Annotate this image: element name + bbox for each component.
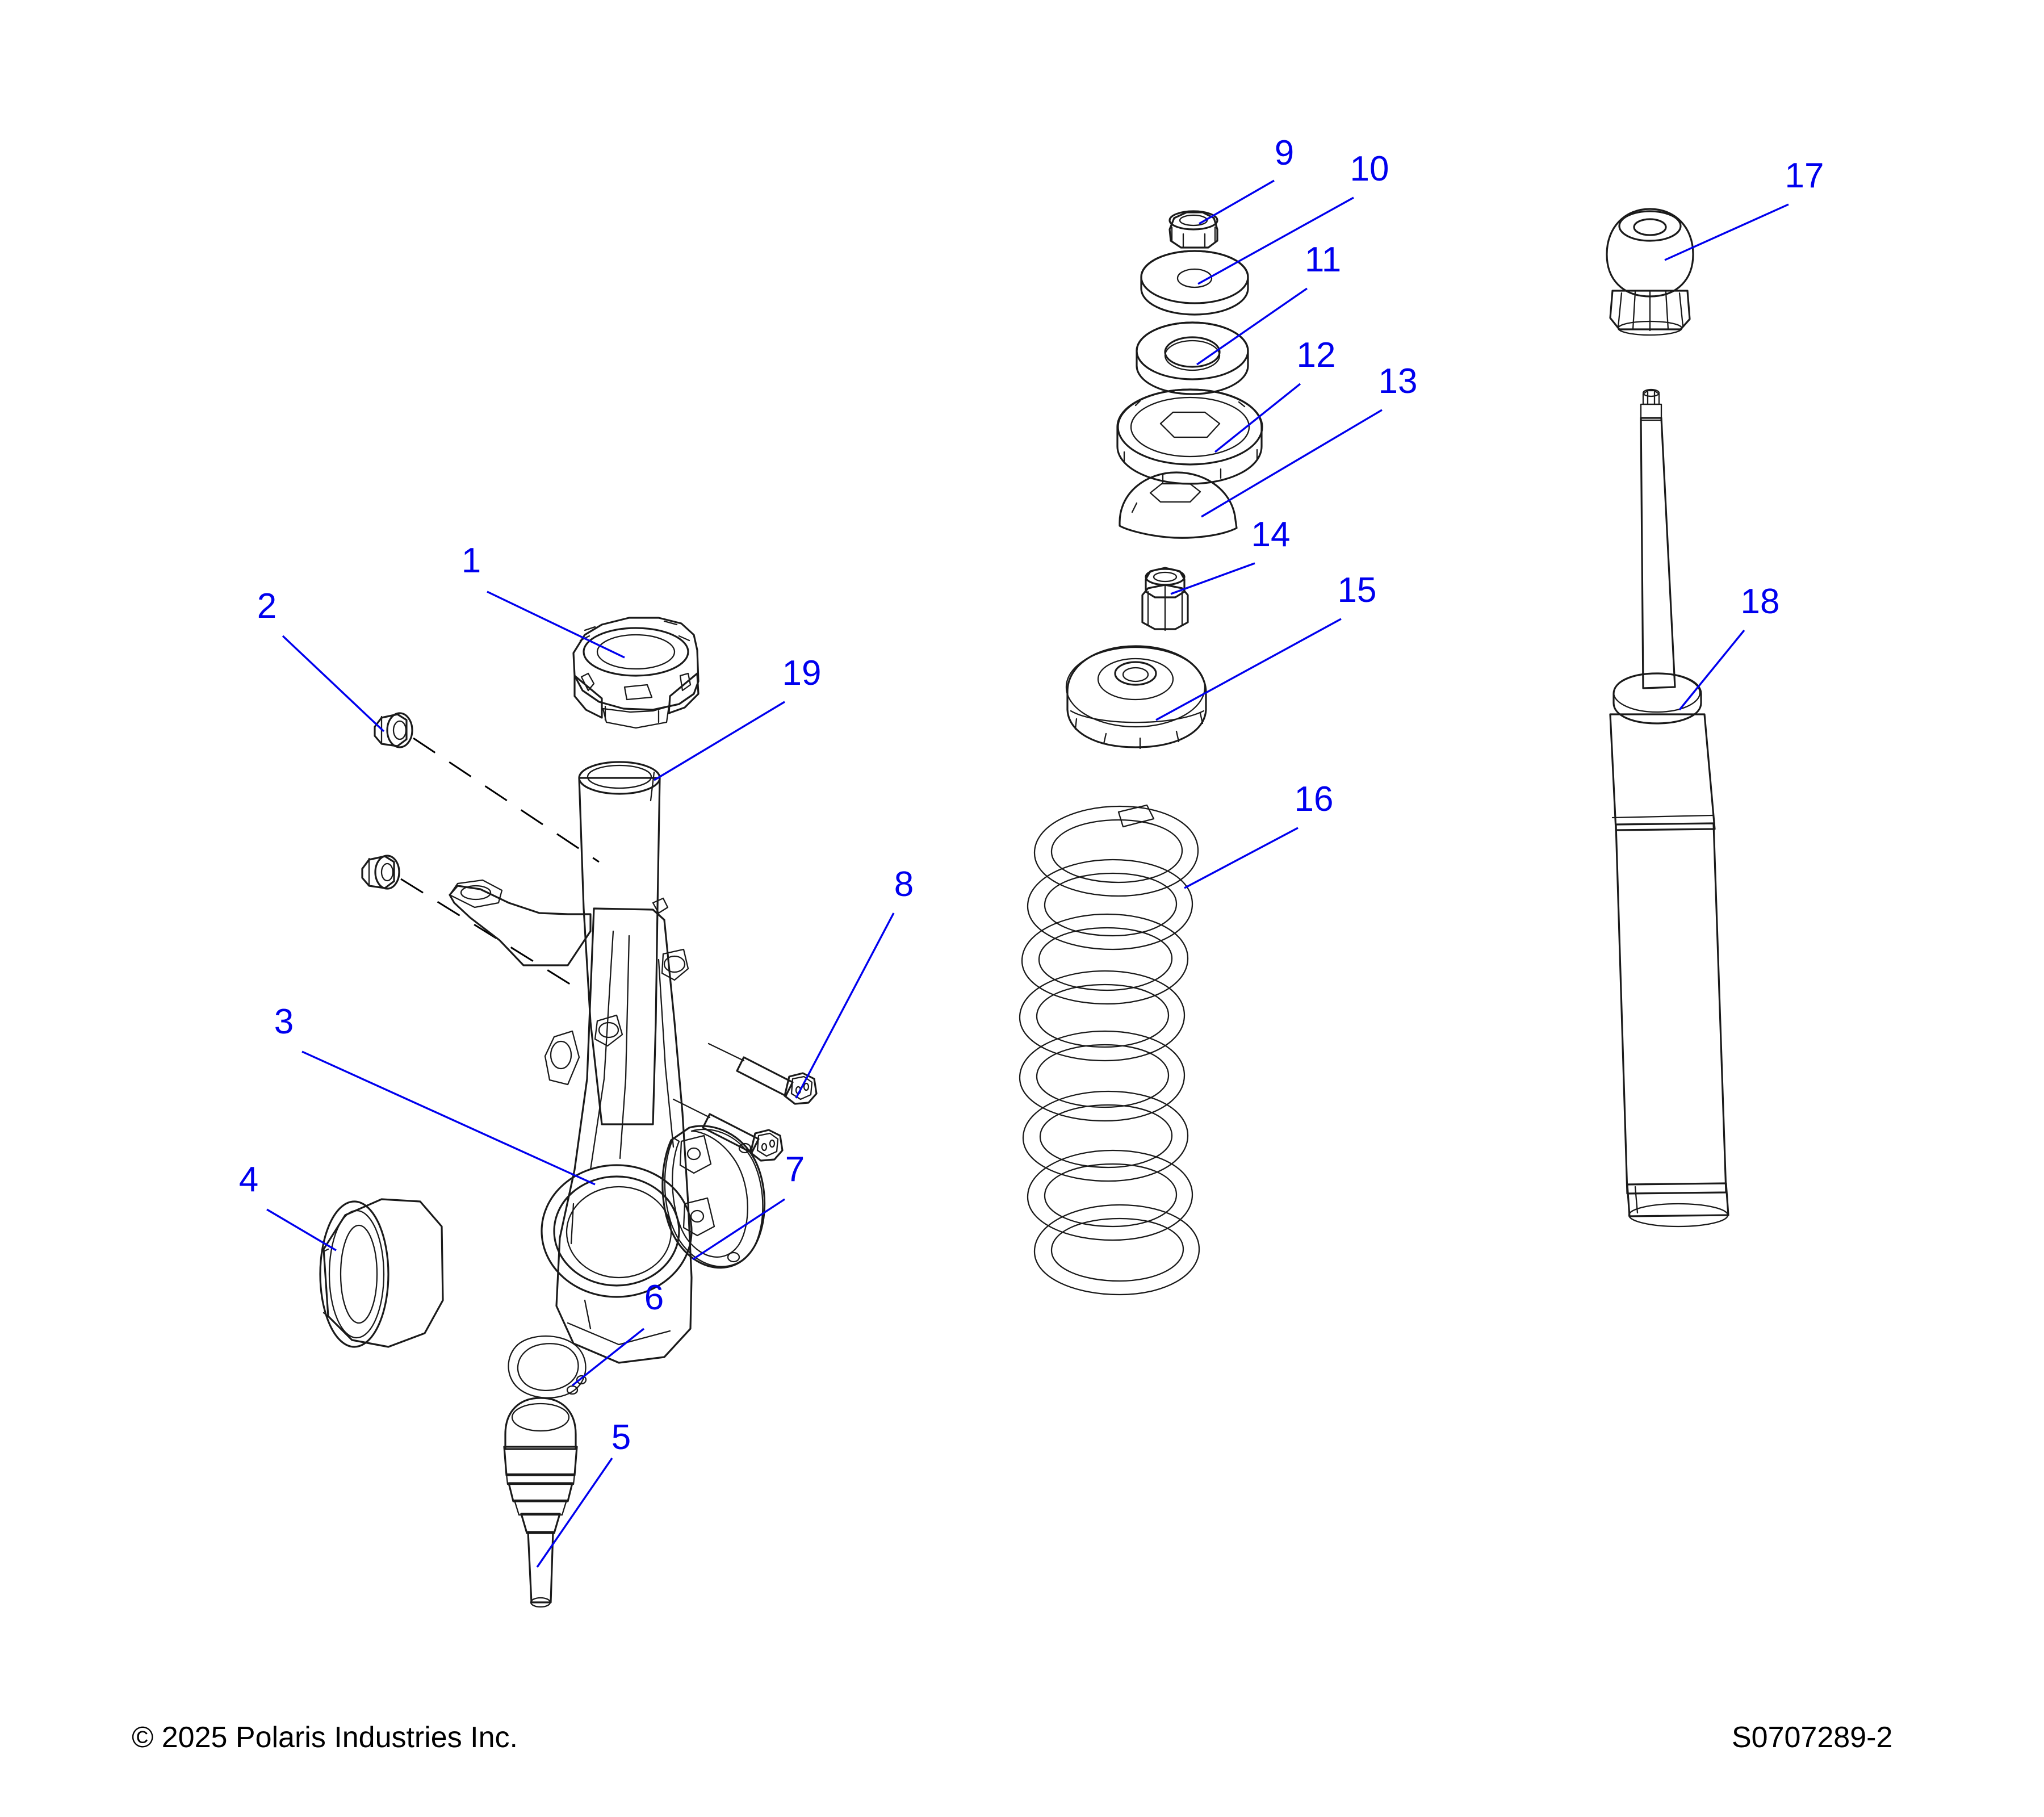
part-flange-bolt-upper <box>707 1043 818 1105</box>
part-strut-mount-bearing <box>1065 645 1207 750</box>
callout-12: 12 <box>1297 336 1336 375</box>
part-strut-mount-bracket <box>572 617 700 729</box>
part-flat-washer <box>1140 250 1249 316</box>
callout-7: 7 <box>785 1150 805 1189</box>
part-shock-absorber-strut <box>1609 388 1729 1228</box>
callout-15: 15 <box>1338 571 1377 610</box>
part-thick-washer <box>1136 321 1249 395</box>
part-lock-nut <box>1168 210 1218 249</box>
part-wheel-bearing <box>319 1198 444 1348</box>
callout-13: 13 <box>1379 362 1418 401</box>
part-bearing-snap-ring <box>661 1125 766 1269</box>
callout-9: 9 <box>1275 133 1294 173</box>
assembly-centerlines <box>400 737 600 989</box>
callout-labels: 1 2 3 4 5 6 7 8 9 10 11 12 13 14 15 16 1… <box>239 133 1824 1457</box>
part-ball-joint-retaining-ring <box>508 1335 587 1399</box>
part-spacer-nut <box>1141 567 1189 631</box>
callout-8: 8 <box>894 865 914 904</box>
part-flange-nut-upper <box>374 712 413 748</box>
part-flange-bolt-lower <box>672 1098 784 1162</box>
callout-2: 2 <box>257 587 277 626</box>
leader-lines <box>266 179 1789 1568</box>
callout-5: 5 <box>611 1418 631 1457</box>
callout-19: 19 <box>782 654 822 693</box>
callout-1: 1 <box>462 541 481 580</box>
drawing-number: S0707289-2 <box>1732 1721 1893 1754</box>
callout-6: 6 <box>644 1278 664 1317</box>
callout-16: 16 <box>1295 780 1334 819</box>
callout-17: 17 <box>1785 156 1824 195</box>
part-ball-joint <box>503 1397 578 1608</box>
callout-18: 18 <box>1741 582 1780 621</box>
callout-10: 10 <box>1350 149 1389 189</box>
part-strut-mount-cap <box>1119 471 1238 539</box>
callout-14: 14 <box>1251 515 1291 554</box>
callout-11: 11 <box>1305 240 1341 279</box>
part-upper-spring-seat <box>1116 388 1263 485</box>
callout-3: 3 <box>274 1002 294 1041</box>
part-coil-spring <box>1019 804 1200 1296</box>
copyright-notice: © 2025 Polaris Industries Inc. <box>132 1721 518 1754</box>
part-flange-nut-lower <box>361 855 400 890</box>
part-bump-stop <box>1606 208 1694 336</box>
callout-4: 4 <box>239 1160 258 1199</box>
part-steering-knuckle-assembly <box>449 761 715 1364</box>
